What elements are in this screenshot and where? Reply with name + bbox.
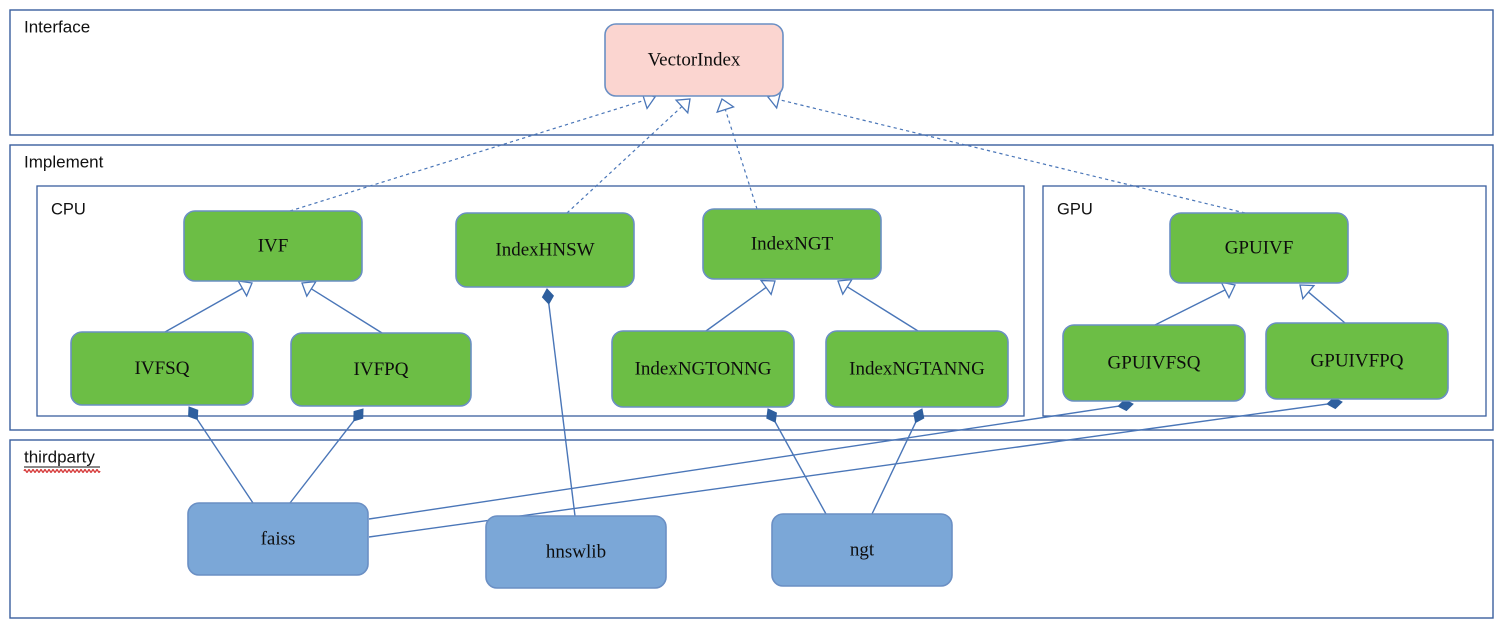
node-label-hnswlib: hnswlib [546,541,606,562]
composition-diamond-14 [541,288,554,305]
node-ivfpq[interactable]: IVFPQ [290,332,472,407]
edge-layer [164,90,1346,538]
node-gpuivfpq[interactable]: GPUIVFPQ [1265,322,1449,400]
node-label-gpuivfpq: GPUIVFPQ [1311,350,1404,371]
group-cpu: CPU [36,185,1025,417]
edge-ivfsq-to-ivf [164,280,253,333]
node-label-gpuivfsq: GPUIVFSQ [1108,352,1201,373]
node-box-gpuivfpq[interactable] [1265,322,1449,400]
composition-diamond-15 [766,408,777,423]
edge-line-16 [871,422,917,515]
node-box-gpuivfsq[interactable] [1062,324,1246,402]
edge-line-10 [196,419,254,504]
node-box-gpuivf[interactable] [1169,212,1349,284]
group-layer: CPU GPU [36,185,1487,417]
generalization-arrowhead-6 [759,279,776,296]
group-gpu: GPU [1042,185,1487,417]
edge-line-3 [778,99,1246,214]
node-ivfsq[interactable]: IVFSQ [70,331,254,406]
generalization-arrowhead-1 [674,98,691,115]
edge-line-0 [289,99,645,212]
edge-faiss-to-ivfsq [188,406,254,504]
generalization-arrowhead-5 [301,280,318,298]
node-indexngtanng[interactable]: IndexNGTANNG [825,330,1009,408]
generalization-arrowhead-7 [837,278,854,296]
node-box-indexngtonng[interactable] [611,330,795,408]
edge-indexngt-to-vectorindex [716,97,758,210]
node-box-indexngt[interactable] [702,208,882,280]
edge-line-4 [164,287,243,333]
edge-hnswlib-to-indexhnsw [541,288,576,517]
node-label-ivf: IVF [258,235,289,256]
node-label-ivfpq: IVFPQ [354,359,409,380]
edge-gpuivfpq-to-gpuivf [1299,284,1346,324]
container-label-interface: Interface [24,17,90,36]
edge-line-7 [846,286,919,332]
edge-faiss-to-ivfpq [289,408,364,504]
node-label-vectorindex: VectorIndex [648,49,741,70]
node-vectorindex[interactable]: VectorIndex [604,23,784,97]
group-border-gpu [1042,185,1487,417]
node-label-faiss: faiss [261,528,296,549]
node-box-ivfsq[interactable] [70,331,254,406]
node-label-ivfsq: IVFSQ [135,358,190,379]
edge-line-5 [310,288,383,334]
node-indexngtonng[interactable]: IndexNGTONNG [611,330,795,408]
spellcheck-underline-thirdparty [23,469,101,473]
container-label-implement: Implement [24,152,104,171]
generalization-arrowhead-4 [236,280,253,298]
node-gpuivf[interactable]: GPUIVF [1169,212,1349,284]
node-box-ngt[interactable] [771,513,953,587]
node-box-hnswlib[interactable] [485,515,667,589]
edge-line-15 [774,421,827,515]
node-hnswlib[interactable]: hnswlib [485,515,667,589]
group-label-cpu: CPU [51,200,86,218]
edge-ngt-to-indexngtonng [766,408,827,515]
edge-ivfpq-to-ivf [301,280,383,334]
node-label-indexngt: IndexNGT [751,233,834,254]
generalization-arrowhead-2 [716,97,735,114]
node-box-ivf[interactable] [183,210,363,282]
node-indexhnsw[interactable]: IndexHNSW [455,212,635,288]
composition-diamond-11 [353,408,364,422]
composition-diamond-10 [188,406,199,421]
node-label-ngt: ngt [850,539,875,560]
node-ivf[interactable]: IVF [183,210,363,282]
group-border-cpu [36,185,1025,417]
node-ngt[interactable]: ngt [771,513,953,587]
group-label-gpu: GPU [1057,200,1093,218]
node-label-gpuivf: GPUIVF [1225,237,1294,258]
edge-line-9 [1307,291,1346,324]
container-label-thirdparty: thirdparty [24,447,95,466]
node-label-indexngtanng: IndexNGTANNG [849,358,985,379]
edge-line-14 [548,303,576,517]
edge-line-2 [724,109,758,210]
edge-indexhnsw-to-vectorindex [566,98,691,214]
node-box-faiss[interactable] [187,502,369,576]
node-box-indexngtanng[interactable] [825,330,1009,408]
edge-line-12 [368,405,1119,520]
node-label-indexngtonng: IndexNGTONNG [635,358,772,379]
edge-line-8 [1154,289,1226,326]
composition-diamond-16 [913,408,925,424]
node-faiss[interactable]: faiss [187,502,369,576]
node-label-indexhnsw: IndexHNSW [495,239,594,260]
node-box-ivfpq[interactable] [290,332,472,407]
node-box-indexhnsw[interactable] [455,212,635,288]
generalization-arrowhead-9 [1299,284,1316,301]
node-gpuivfsq[interactable]: GPUIVFSQ [1062,324,1246,402]
edge-line-1 [566,106,683,214]
node-box-vectorindex[interactable] [604,23,784,97]
node-indexngt[interactable]: IndexNGT [702,208,882,280]
edge-ngt-to-indexngtanng [871,408,925,515]
edge-line-6 [705,286,767,332]
edge-indexngtonng-to-indexngt [705,279,776,332]
edge-line-13 [368,403,1328,538]
edge-line-11 [289,420,355,504]
edge-indexngtanng-to-indexngt [837,278,919,332]
